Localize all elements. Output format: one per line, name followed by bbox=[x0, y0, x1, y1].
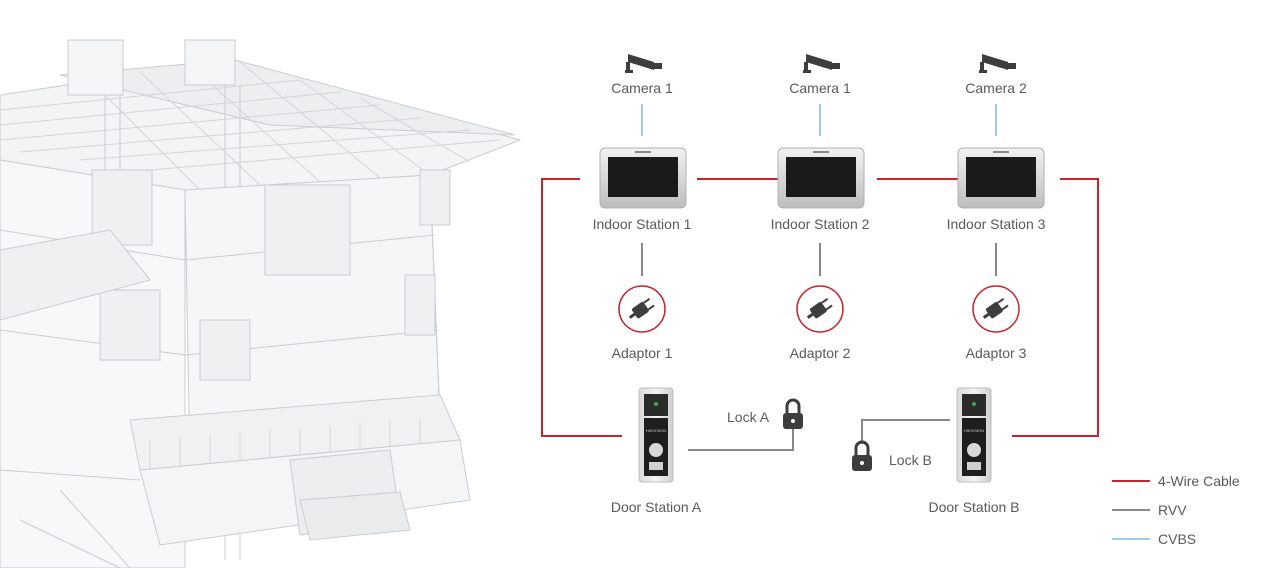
adaptor-2-label: Adaptor 2 bbox=[789, 345, 851, 361]
camera-2-icon bbox=[803, 54, 840, 73]
lock-a-label: Lock A bbox=[727, 409, 770, 425]
adaptor-3-plug-icon bbox=[972, 285, 1020, 333]
adaptor-3-label: Adaptor 3 bbox=[965, 345, 1027, 361]
camera-2-label: Camera 1 bbox=[789, 80, 851, 96]
door-station-a-brand: HIKVISION bbox=[646, 428, 666, 433]
indoor-station-3-label: Indoor Station 3 bbox=[946, 216, 1046, 232]
door-station-b-icon: HIKVISION bbox=[956, 387, 992, 483]
legend-rvv-label: RVV bbox=[1158, 502, 1187, 518]
lock-b-padlock-icon bbox=[852, 440, 872, 471]
legend-swatches bbox=[1112, 480, 1150, 540]
adaptor-2-plug-icon bbox=[796, 285, 844, 333]
indoor-station-1-label: Indoor Station 1 bbox=[592, 216, 692, 232]
camera-1-icon bbox=[625, 54, 662, 73]
legend-cvbs-label: CVBS bbox=[1158, 531, 1197, 547]
indoor-station-1-monitor-icon bbox=[599, 147, 687, 209]
indoor-station-3-monitor-icon bbox=[957, 147, 1045, 209]
cvbs-lines bbox=[641, 104, 997, 136]
lock-a-padlock-icon bbox=[783, 398, 803, 429]
lock-b-label: Lock B bbox=[889, 452, 932, 468]
door-station-a-icon: HIKVISION bbox=[638, 387, 674, 483]
four-wire-cable-lines bbox=[541, 178, 1099, 437]
adaptor-1-label: Adaptor 1 bbox=[611, 345, 673, 361]
house-wireframe-illustration bbox=[0, 39, 522, 568]
camera-1-label: Camera 1 bbox=[611, 80, 673, 96]
camera-3-label: Camera 2 bbox=[965, 80, 1027, 96]
door-station-a-label: Door Station A bbox=[610, 499, 702, 515]
door-station-b-label: Door Station B bbox=[928, 499, 1020, 515]
indoor-station-2-monitor-icon bbox=[777, 147, 865, 209]
rvv-lines bbox=[641, 243, 997, 451]
door-station-b-brand: HIKVISION bbox=[964, 428, 984, 433]
camera-3-icon bbox=[979, 54, 1016, 73]
adaptor-1-plug-icon bbox=[618, 285, 666, 333]
legend-four-wire-label: 4-Wire Cable bbox=[1158, 473, 1240, 489]
indoor-station-2-label: Indoor Station 2 bbox=[770, 216, 870, 232]
